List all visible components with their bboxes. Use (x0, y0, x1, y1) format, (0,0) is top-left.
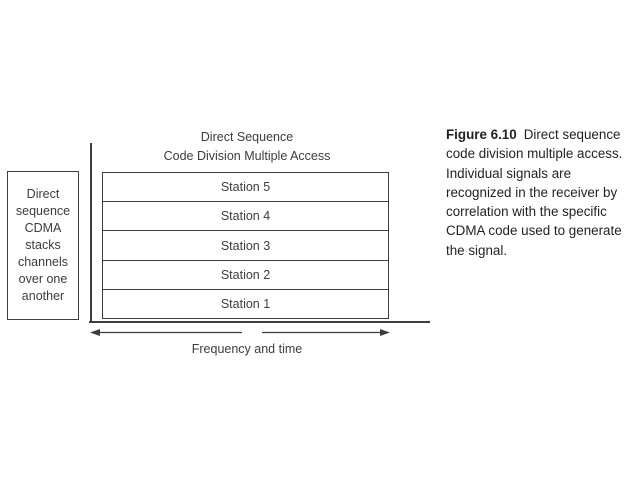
station-4-label: Station 4 (220, 209, 271, 224)
station-row-5: Station 5 (103, 173, 388, 203)
station-5-label: Station 5 (220, 180, 271, 195)
side-note-box: Direct sequence CDMA stacks channels ove… (7, 171, 79, 320)
double-arrow-icon (90, 329, 390, 336)
figure-caption-label: Figure 6.10 (446, 127, 517, 142)
side-note-text: Direct sequence CDMA stacks channels ove… (15, 187, 71, 303)
diagram-title-line1: Direct Sequence (200, 130, 294, 144)
x-axis-line (89, 321, 430, 323)
stations-stack: Station 5 Station 4 Station 3 Station 2 … (102, 172, 389, 319)
y-axis-line (90, 143, 92, 322)
station-row-3: Station 3 (103, 231, 388, 261)
station-row-2: Station 2 (103, 261, 388, 290)
station-1-label: Station 1 (220, 296, 271, 311)
diagram-title-line2: Code Division Multiple Access (163, 148, 331, 163)
station-3-label: Station 3 (220, 238, 271, 253)
diagram-title: Direct Sequence Code Division Multiple A… (102, 128, 392, 165)
station-row-1: Station 1 (103, 290, 388, 318)
axis-label: Frequency and time (191, 342, 303, 356)
figure-caption-text: Direct sequence code division multiple a… (446, 127, 623, 258)
station-row-4: Station 4 (103, 202, 388, 232)
station-2-label: Station 2 (220, 267, 271, 282)
